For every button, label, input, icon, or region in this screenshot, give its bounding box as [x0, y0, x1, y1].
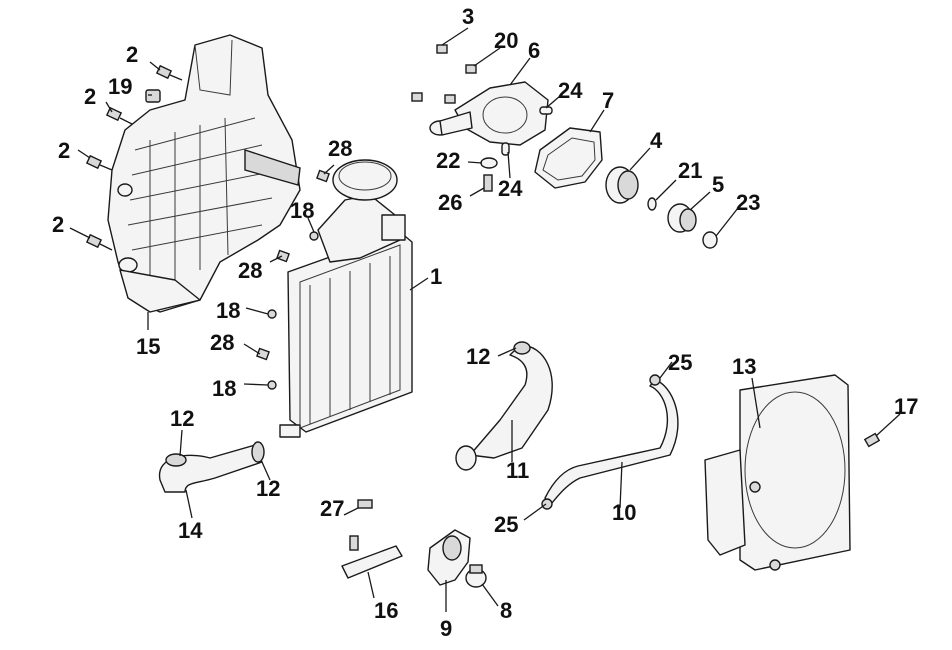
impeller-4 — [605, 166, 639, 204]
washer-21 — [647, 197, 657, 211]
callout-24-b: 24 — [498, 176, 523, 201]
callout-17: 17 — [894, 394, 918, 419]
callout-28-a: 28 — [328, 136, 352, 161]
callout-2-c: 2 — [58, 138, 70, 163]
hose-14 — [158, 441, 265, 493]
callout-3: 3 — [462, 4, 474, 29]
callout-28-c: 28 — [210, 330, 234, 355]
callout-21: 21 — [678, 158, 702, 183]
callout-7: 7 — [602, 88, 614, 113]
o-ring-23 — [702, 231, 718, 249]
hose-11 — [455, 341, 553, 471]
grommet-18-c — [267, 380, 277, 390]
bolt-17 — [863, 432, 881, 448]
callout-15: 15 — [136, 334, 160, 359]
bolt-2-d — [85, 233, 113, 251]
callout-14: 14 — [178, 518, 203, 543]
callout-26: 26 — [438, 190, 462, 215]
gasket-7 — [534, 127, 603, 189]
clip-19 — [145, 89, 161, 103]
leader-lines — [69, 27, 901, 612]
callout-12-a: 12 — [466, 344, 490, 369]
callout-9: 9 — [440, 616, 452, 641]
callout-20: 20 — [494, 28, 518, 53]
bolt-2-c — [85, 154, 113, 171]
callout-1: 1 — [430, 264, 442, 289]
o-ring-22 — [480, 157, 498, 169]
bolt-28-b — [276, 249, 290, 263]
grommet-18-a — [309, 231, 319, 241]
bolt-26 — [483, 174, 493, 192]
callout-13: 13 — [732, 354, 756, 379]
callout-8: 8 — [500, 598, 512, 623]
bolt-27 — [349, 499, 373, 551]
bracket-16 — [341, 545, 403, 579]
bolt-20 — [465, 64, 477, 74]
callout-22: 22 — [436, 148, 460, 173]
thermostat-housing-9 — [427, 529, 471, 586]
callout-19: 19 — [108, 74, 132, 99]
callout-labels: 1 2 2 2 2 3 4 5 6 7 8 9 10 11 12 12 12 1… — [52, 4, 918, 641]
callout-12-c: 12 — [256, 476, 280, 501]
callout-11: 11 — [506, 458, 529, 483]
seal-5 — [667, 203, 697, 233]
callout-5: 5 — [712, 172, 724, 197]
callout-18-a: 18 — [290, 198, 314, 223]
callout-10: 10 — [612, 500, 636, 525]
callout-28-b: 28 — [238, 258, 262, 283]
dowel-24-a — [539, 106, 553, 115]
callout-16: 16 — [374, 598, 398, 623]
callout-27: 27 — [320, 496, 344, 521]
callout-23: 23 — [736, 190, 760, 215]
callout-18-b: 18 — [216, 298, 240, 323]
grommet-18-b — [267, 309, 277, 319]
hose-10 — [541, 374, 679, 510]
callout-25-a: 25 — [668, 350, 692, 375]
callout-4: 4 — [650, 128, 663, 153]
bolt-upper-left — [411, 92, 456, 104]
bolt-3 — [436, 44, 448, 54]
cooling-fan-13 — [704, 374, 851, 571]
water-pump-housing — [429, 81, 549, 146]
bolt-2-a — [155, 64, 183, 81]
dowel-24-b — [501, 142, 510, 156]
callout-24-a: 24 — [558, 78, 583, 103]
callout-25-b: 25 — [494, 512, 518, 537]
callout-2-a: 2 — [126, 42, 138, 67]
callout-18-c: 18 — [212, 376, 236, 401]
fitting-8 — [465, 564, 487, 588]
callout-2-b: 2 — [84, 84, 96, 109]
callout-12-b: 12 — [170, 406, 194, 431]
callout-6: 6 — [528, 38, 540, 63]
bolt-2-b — [105, 106, 133, 125]
bolt-28-c — [256, 347, 270, 361]
radiator — [279, 159, 413, 438]
fan-shroud-housing — [107, 34, 301, 313]
bolt-28-a — [316, 169, 330, 183]
callout-2-d: 2 — [52, 212, 64, 237]
